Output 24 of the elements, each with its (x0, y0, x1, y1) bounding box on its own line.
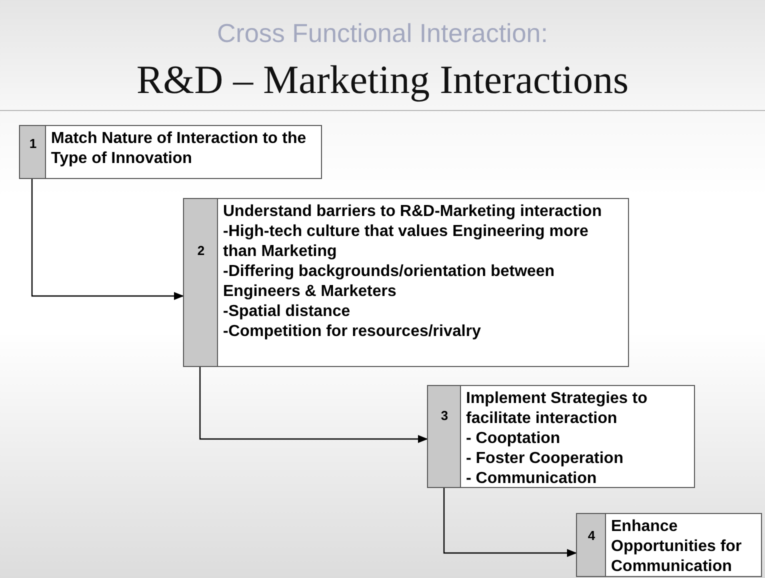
step-text: -High-tech culture that values Engineering more than Marketing (223, 222, 590, 262)
step-text: - Cooptation (466, 429, 562, 449)
title: R&D – Marketing Interactions (135, 56, 630, 103)
step-number: 4 (586, 528, 596, 543)
step-text: Enhance Opportunities for Communication (611, 517, 743, 577)
step-text: - Foster Cooperation (466, 449, 624, 469)
process-box (576, 513, 762, 577)
subtitle: Cross Functional Interaction: (216, 18, 549, 49)
process-box (183, 198, 629, 367)
step-text: -Competition for resources/rivalry (223, 322, 482, 342)
step-text: -Differing backgrounds/orientation between Engineers & Marketers (223, 262, 556, 302)
step-text: Implement Strategies to facilitate interaction (466, 389, 648, 429)
step-number: 3 (440, 408, 450, 423)
arrow (443, 488, 577, 557)
step-text: -Spatial distance (223, 302, 352, 322)
step-number: 1 (28, 136, 38, 151)
arrow (199, 367, 428, 443)
step-text: - Communication (466, 469, 598, 489)
process-box (427, 385, 695, 488)
arrow (31, 179, 184, 300)
step-text: Match Nature of Interaction to the Type of Innovation (51, 129, 308, 169)
step-text: Understand barriers to R&D-Marketing interaction (223, 202, 603, 222)
step-number: 2 (196, 243, 206, 258)
process-box (19, 125, 322, 179)
